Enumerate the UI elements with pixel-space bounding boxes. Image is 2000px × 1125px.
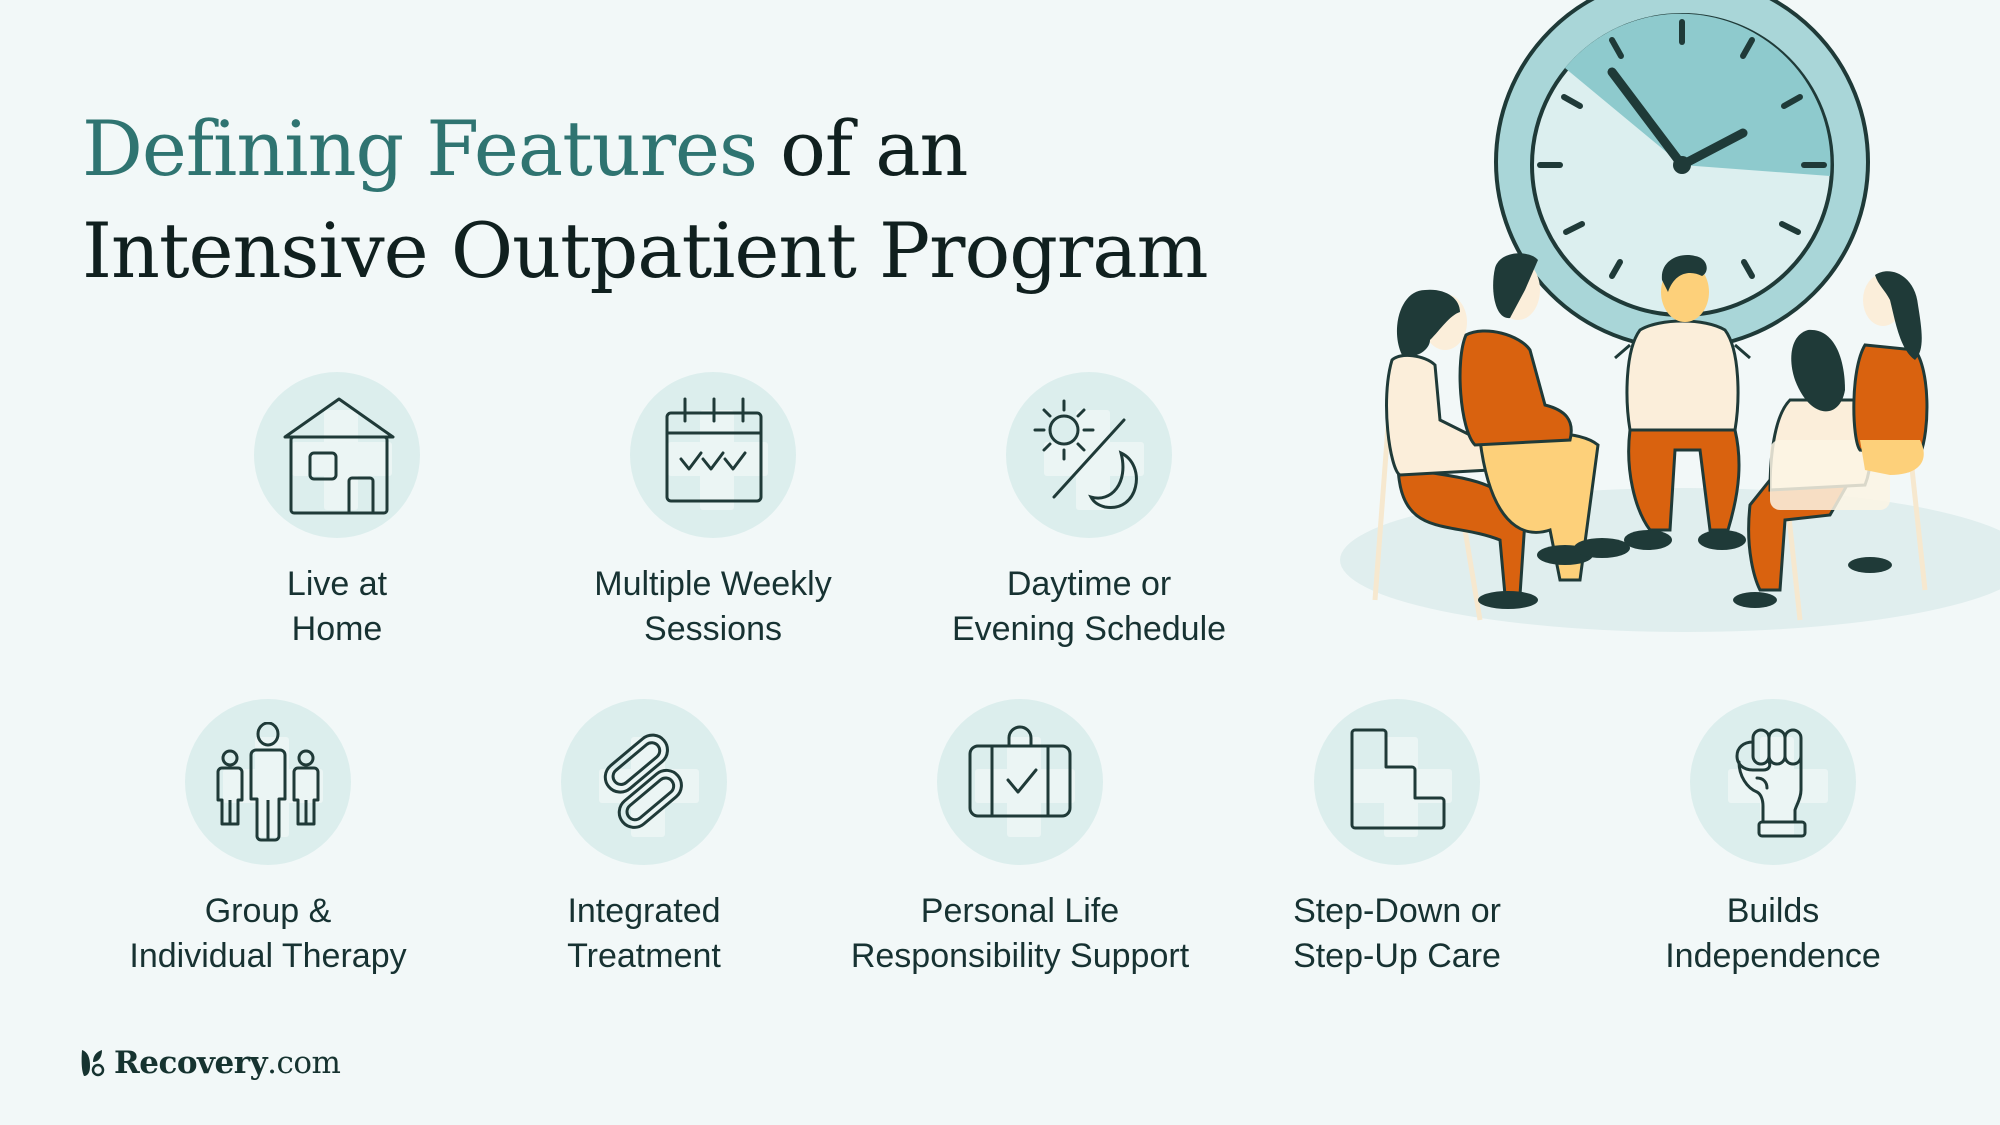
group-therapy-clock-illustration — [1340, 0, 2000, 632]
people-group-icon — [216, 722, 320, 842]
title-rest: of an — [757, 104, 968, 193]
house-icon — [283, 397, 395, 515]
feature-group-individual-therapy: Group &Individual Therapy — [58, 699, 478, 979]
title-accent: Defining Features — [82, 104, 758, 193]
briefcase-check-icon — [968, 725, 1072, 818]
leaf-logo-icon — [81, 1050, 105, 1077]
icon-badge — [561, 699, 727, 865]
person-center-man — [1614, 255, 1751, 550]
icon-badge — [1690, 699, 1856, 865]
page-title: Defining Features of an Intensive Outpat… — [82, 98, 1209, 302]
logo-name: Recovery — [114, 1045, 268, 1081]
chain-link-icon — [603, 733, 683, 829]
recovery-logo[interactable]: Recovery.com — [80, 1045, 341, 1081]
clock-icon — [1494, 0, 1870, 350]
calendar-checks-icon — [665, 397, 763, 503]
icon-badge — [254, 372, 420, 538]
icon-badge — [185, 699, 351, 865]
person-right-woman-front — [1733, 329, 1890, 608]
logo-tld: .com — [267, 1045, 341, 1081]
icon-badge — [937, 699, 1103, 865]
icon-badge — [630, 372, 796, 538]
raised-fist-icon — [1735, 728, 1807, 838]
title-line2: Intensive Outpatient Program — [82, 206, 1209, 295]
icon-badge — [1006, 372, 1172, 538]
person-right-woman-back — [1848, 271, 1929, 573]
steps-icon — [1350, 728, 1446, 830]
sun-moon-icon — [1033, 399, 1138, 509]
person-bearded-man — [1458, 253, 1630, 582]
icon-badge — [1314, 699, 1480, 865]
feature-label: Group &Individual Therapy — [129, 892, 407, 975]
